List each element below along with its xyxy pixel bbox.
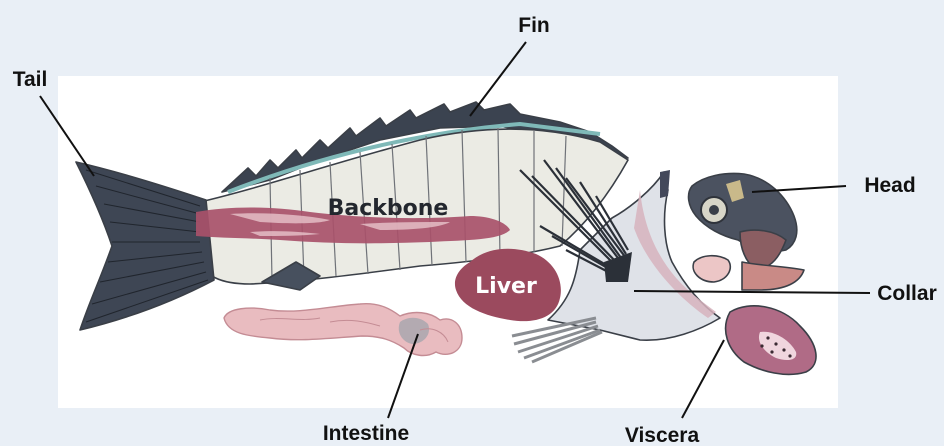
head-label: Head	[864, 174, 915, 197]
fish-pupil	[709, 205, 719, 215]
collar-label: Collar	[877, 282, 937, 305]
viscera-label: Viscera	[625, 424, 700, 446]
intestine-label: Intestine	[323, 422, 409, 445]
fin-label: Fin	[518, 14, 550, 37]
small-organ	[693, 256, 730, 282]
backbone-label: Backbone	[328, 196, 449, 221]
tail-label: Tail	[13, 68, 48, 91]
liver-label: Liver	[475, 274, 537, 299]
